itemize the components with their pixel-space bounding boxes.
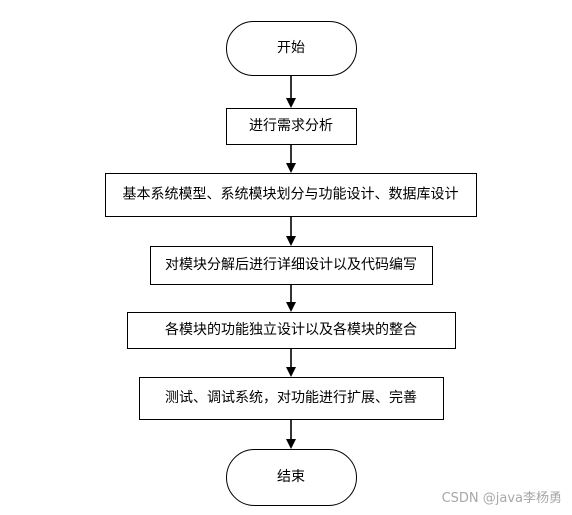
arrowhead-s2-s3 — [286, 236, 296, 246]
node-label-s2: 基本系统模型、系统模块划分与功能设计、数据库设计 — [123, 186, 459, 203]
arrowhead-s5-end — [286, 439, 296, 449]
arrowhead-s1-s2 — [286, 163, 296, 173]
process-node-s3 — [150, 246, 433, 285]
node-label-end: 结束 — [277, 469, 305, 485]
process-node-s2 — [105, 173, 477, 217]
arrowhead-s3-s4 — [286, 302, 296, 312]
watermark: CSDN @java李杨勇 — [441, 491, 562, 506]
node-label-start: 开始 — [277, 40, 305, 56]
node-label-s5: 测试、调试系统，对功能进行扩展、完善 — [165, 390, 417, 406]
arrowhead-start-s1 — [286, 98, 296, 108]
process-node-s1 — [226, 108, 357, 145]
nodes-layer: 开始进行需求分析基本系统模型、系统模块划分与功能设计、数据库设计对模块分解后进行… — [105, 21, 477, 506]
node-label-s4: 各模块的功能独立设计以及各模块的整合 — [165, 322, 417, 338]
process-node-s5 — [139, 377, 444, 420]
arrowhead-s4-s5 — [286, 367, 296, 377]
process-node-s4 — [127, 312, 456, 349]
node-label-s1: 进行需求分析 — [249, 118, 333, 134]
edges-layer — [286, 76, 296, 449]
terminal-node-start — [226, 21, 357, 76]
node-label-s3: 对模块分解后进行详细设计以及代码编写 — [165, 257, 417, 273]
terminal-node-end — [226, 449, 357, 506]
